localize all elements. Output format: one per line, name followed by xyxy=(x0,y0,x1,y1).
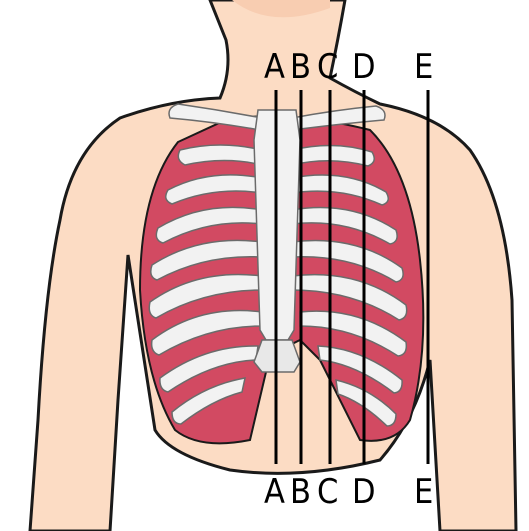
top-label-e: E xyxy=(414,47,433,87)
bottom-labels: A B C D E xyxy=(264,472,433,512)
bottom-label-d: D xyxy=(352,472,376,512)
top-label-b: B xyxy=(290,47,311,87)
top-labels: A B C D E xyxy=(264,47,433,87)
bottom-label-c: C xyxy=(317,472,338,512)
top-label-d: D xyxy=(352,47,376,87)
top-label-c: C xyxy=(317,47,338,87)
bottom-label-e: E xyxy=(414,472,433,512)
top-label-a: A xyxy=(264,47,285,87)
bottom-label-b: B xyxy=(290,472,311,512)
bottom-label-a: A xyxy=(264,472,285,512)
